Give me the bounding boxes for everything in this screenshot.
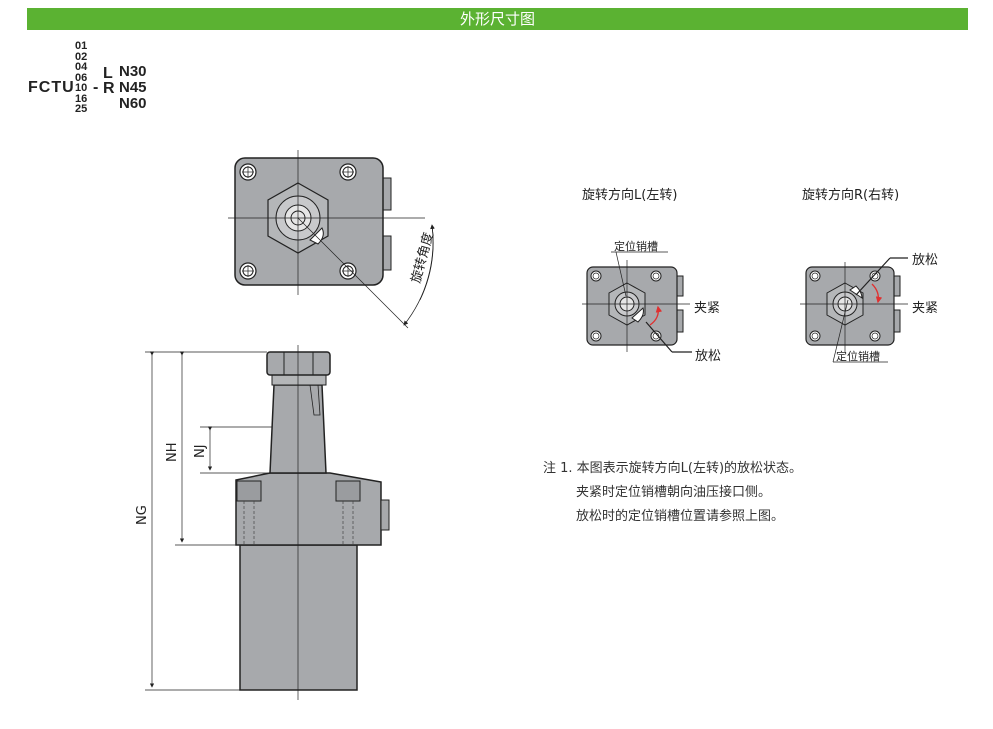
dim-ng: NG	[135, 505, 150, 525]
direction-options: L R	[103, 65, 115, 97]
angle-n45: N45	[119, 79, 147, 96]
rotation-r-diagram	[800, 257, 908, 363]
dim-nh: NH	[165, 442, 180, 463]
rotation-l-diagram	[582, 251, 692, 353]
rotation-l-clamp: 夹紧	[694, 301, 721, 316]
rotation-r-title: 旋转方向R(右转)	[802, 188, 900, 203]
rotation-r-release: 放松	[912, 253, 939, 268]
size-25: 25	[75, 103, 88, 115]
direction-l: L	[103, 65, 113, 82]
angle-options: N30 N45 N60	[119, 64, 147, 112]
dim-nj: NJ	[193, 444, 208, 458]
rotation-r-clamp: 夹紧	[912, 301, 939, 316]
note-1: 注 1. 本图表示旋转方向L(左转)的放松状态。	[543, 461, 803, 476]
side-view	[145, 345, 390, 700]
note-3: 放松时的定位销槽位置请参照上图。	[576, 509, 785, 524]
rotation-l-release: 放松	[695, 349, 722, 364]
note-2: 夹紧时定位销槽朝向油压接口侧。	[576, 485, 772, 500]
size-04: 04	[75, 61, 88, 73]
angle-n30: N30	[119, 63, 147, 80]
rotation-r-pin-slot: 定位销槽	[836, 350, 880, 363]
rotation-l-pin-slot: 定位销槽	[614, 240, 658, 253]
size-01: 01	[75, 40, 88, 52]
size-16: 16	[75, 92, 88, 105]
size-06: 06	[75, 71, 88, 84]
direction-r: R	[103, 80, 115, 97]
top-view	[228, 150, 435, 329]
model-dash: -	[93, 79, 99, 96]
rotation-l-title: 旋转方向L(左转)	[582, 188, 678, 203]
size-02: 02	[75, 50, 88, 63]
size-options: 01 02 04 06 10 16 25	[75, 41, 87, 115]
size-10: 10	[75, 82, 88, 94]
angle-n60: N60	[119, 95, 147, 112]
section-header: 外形尺寸图	[27, 8, 968, 30]
model-prefix: FCTU	[28, 79, 75, 96]
